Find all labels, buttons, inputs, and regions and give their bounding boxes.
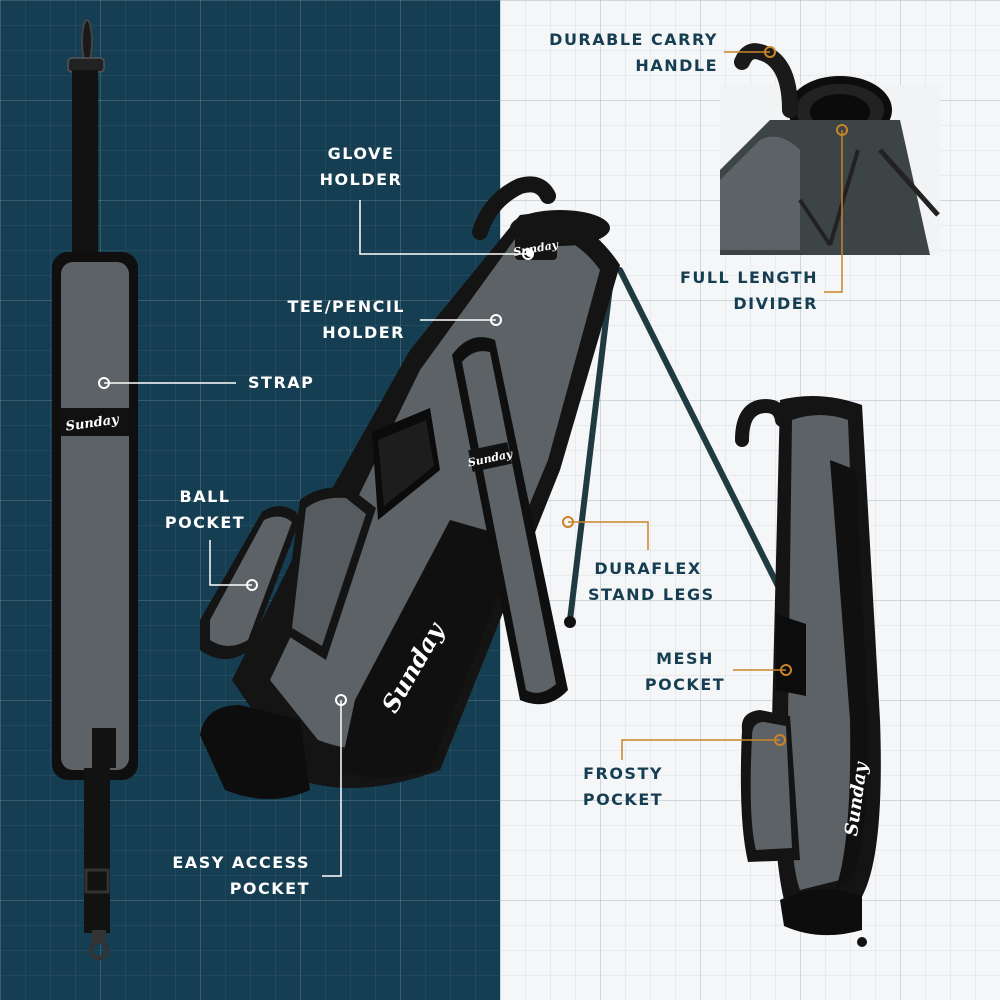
main-bag-illustration: Sunday Sunday Sunday [200,176,793,799]
label-durable-carry-handle: DURABLE CARRY HANDLE [549,30,718,75]
label-frosty-pocket: FROSTY POCKET [582,764,664,809]
label-duraflex-stand-legs: DURAFLEX STAND LEGS [588,559,715,604]
callout-dots [98,46,848,746]
strap-illustration: Sunday [52,19,138,960]
label-easy-access-pocket: EASY ACCESS POCKET [172,853,310,898]
handle-detail-inset [720,43,940,255]
side-bag-illustration: Sunday [735,396,881,947]
label-mesh-pocket: MESH POCKET [644,649,726,694]
label-ball-pocket: BALL POCKET [164,487,246,532]
label-tee-pencil-holder: TEE/PENCIL HOLDER [287,297,405,342]
label-glove-holder: GLOVE HOLDER [319,144,403,189]
label-strap: STRAP [248,373,315,392]
callout-lines [104,51,843,877]
label-full-length-divider: FULL LENGTH DIVIDER [679,268,818,313]
